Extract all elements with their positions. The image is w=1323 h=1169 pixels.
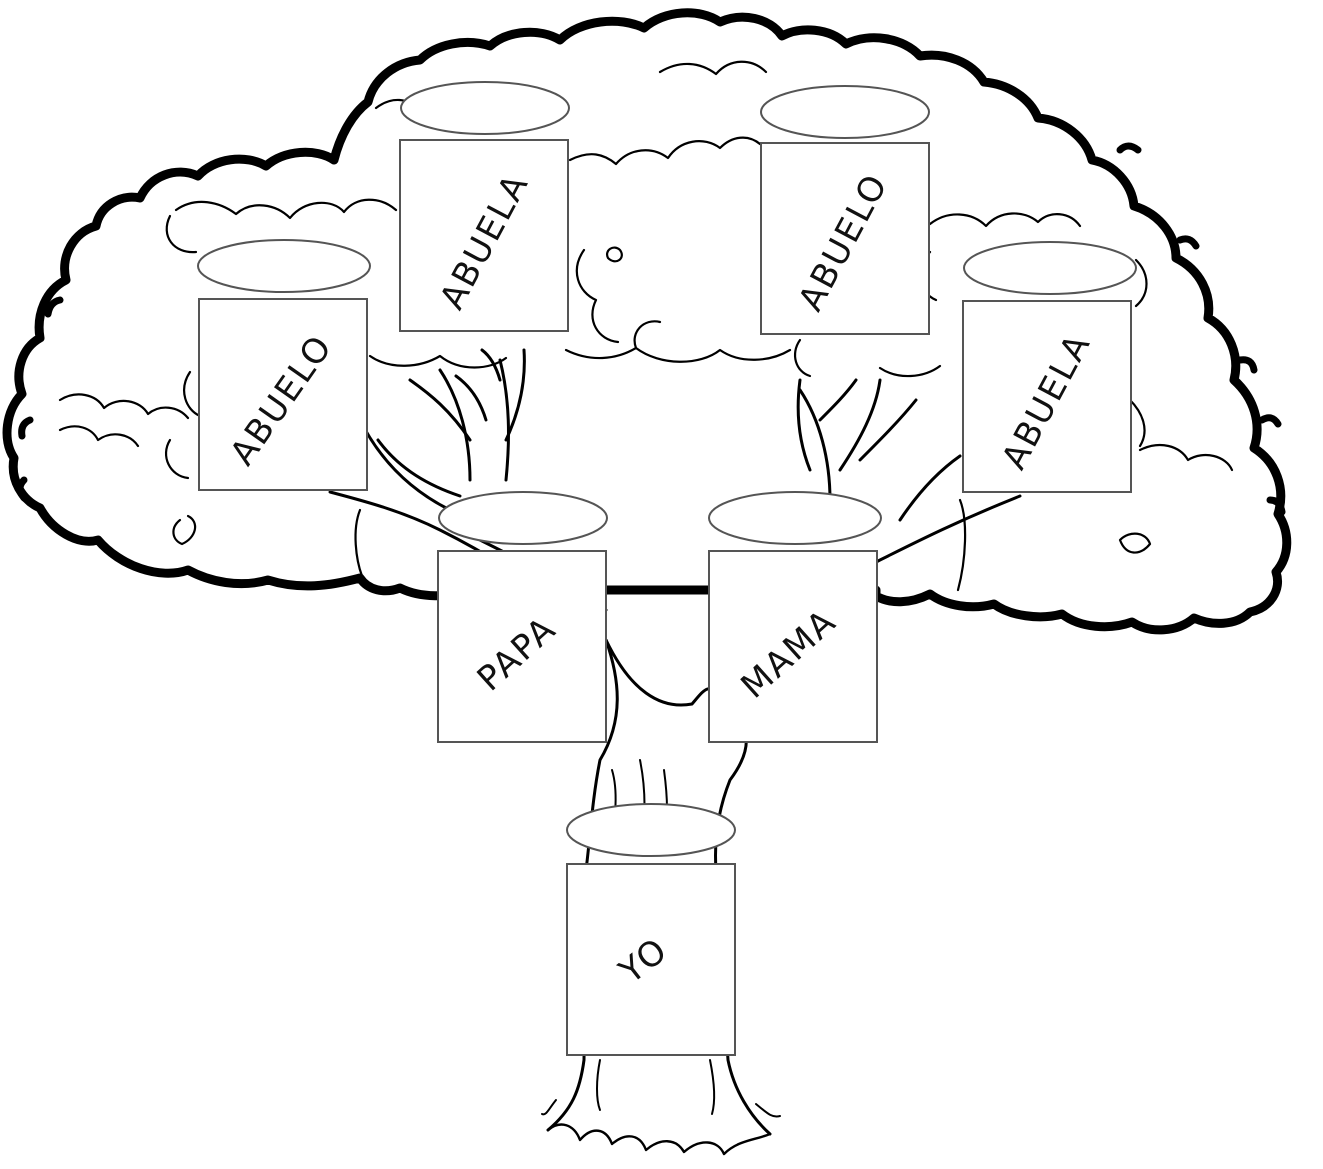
name-oval-abuelo-paterno[interactable] xyxy=(198,240,370,292)
name-oval-abuela-paterna[interactable] xyxy=(401,82,569,134)
name-oval-abuela-materna[interactable] xyxy=(964,242,1136,294)
name-oval-papa[interactable] xyxy=(439,492,607,544)
name-oval-yo[interactable] xyxy=(567,804,735,856)
name-oval-mama[interactable] xyxy=(709,492,881,544)
name-oval-abuelo-materno[interactable] xyxy=(761,86,929,138)
